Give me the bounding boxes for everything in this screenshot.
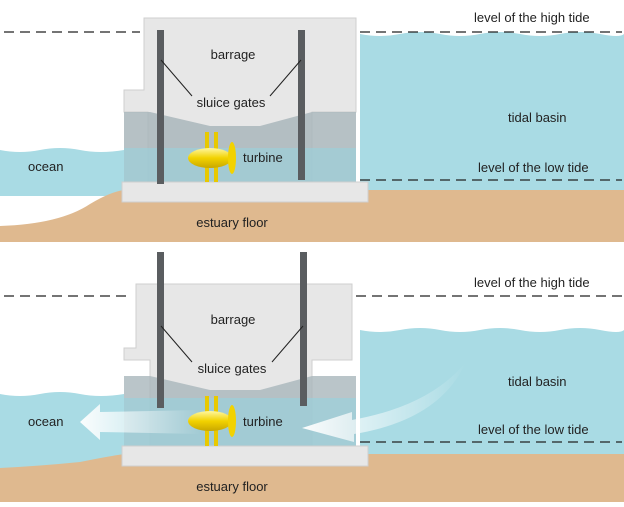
ocean-water	[0, 148, 124, 196]
label-turbine: turbine	[243, 150, 283, 165]
gate-pointer-left	[160, 325, 193, 363]
label-barrage: barrage	[211, 47, 256, 62]
sluice-gate-left	[157, 252, 164, 408]
label-low-tide: level of the low tide	[478, 422, 589, 437]
label-turbine: turbine	[243, 414, 283, 429]
sluice-gate-right	[298, 30, 305, 180]
label-tidal-basin: tidal basin	[508, 374, 567, 389]
label-estuary-floor: estuary floor	[196, 479, 268, 494]
label-estuary-floor: estuary floor	[196, 215, 268, 230]
gate-pointer-right	[269, 59, 302, 97]
panel-top: level of the high tide barrage sluice ga…	[0, 10, 624, 242]
label-low-tide: level of the low tide	[478, 160, 589, 175]
label-high-tide: level of the high tide	[474, 10, 590, 25]
turbine	[188, 132, 236, 182]
flow-arrow-from-basin	[302, 362, 466, 442]
sluice-gate-right	[300, 252, 307, 406]
gate-pointer-right	[271, 325, 304, 363]
turbine	[188, 396, 236, 446]
panel-bottom: level of the high tide barrage sluice ga…	[0, 252, 624, 502]
tidal-basin-water	[360, 32, 624, 194]
barrage-base	[121, 181, 369, 203]
estuary-floor	[0, 190, 624, 242]
label-high-tide: level of the high tide	[474, 275, 590, 290]
barrage-base	[121, 445, 369, 467]
label-tidal-basin: tidal basin	[508, 110, 567, 125]
flow-arrow-to-ocean	[80, 404, 200, 440]
label-ocean: ocean	[28, 414, 63, 429]
label-ocean: ocean	[28, 159, 63, 174]
label-barrage: barrage	[211, 312, 256, 327]
label-sluice-gates: sluice gates	[198, 361, 267, 376]
sluice-gate-left	[157, 30, 164, 184]
gate-pointer-left	[160, 59, 193, 97]
tidal-basin-water	[360, 328, 624, 460]
label-sluice-gates: sluice gates	[197, 95, 266, 110]
